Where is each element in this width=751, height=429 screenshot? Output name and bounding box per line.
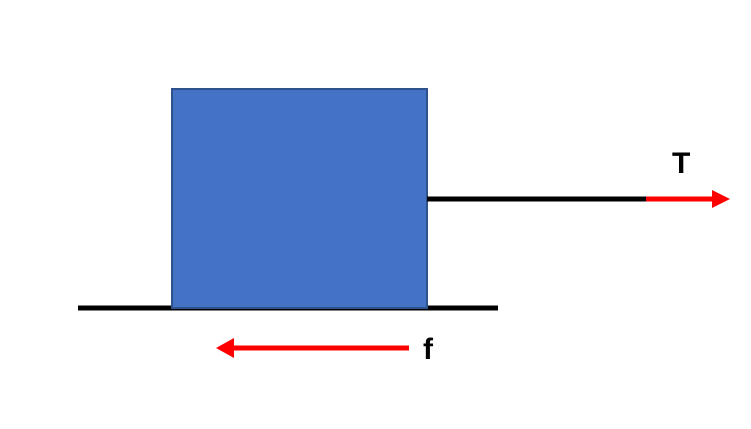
friction-arrow xyxy=(216,338,409,358)
friction-arrow-head xyxy=(216,338,234,358)
tension-arrow-head xyxy=(712,190,730,208)
block xyxy=(171,88,428,309)
tension-arrow xyxy=(646,190,730,208)
friction-label: f xyxy=(423,333,434,366)
tension-label: T xyxy=(672,147,690,180)
